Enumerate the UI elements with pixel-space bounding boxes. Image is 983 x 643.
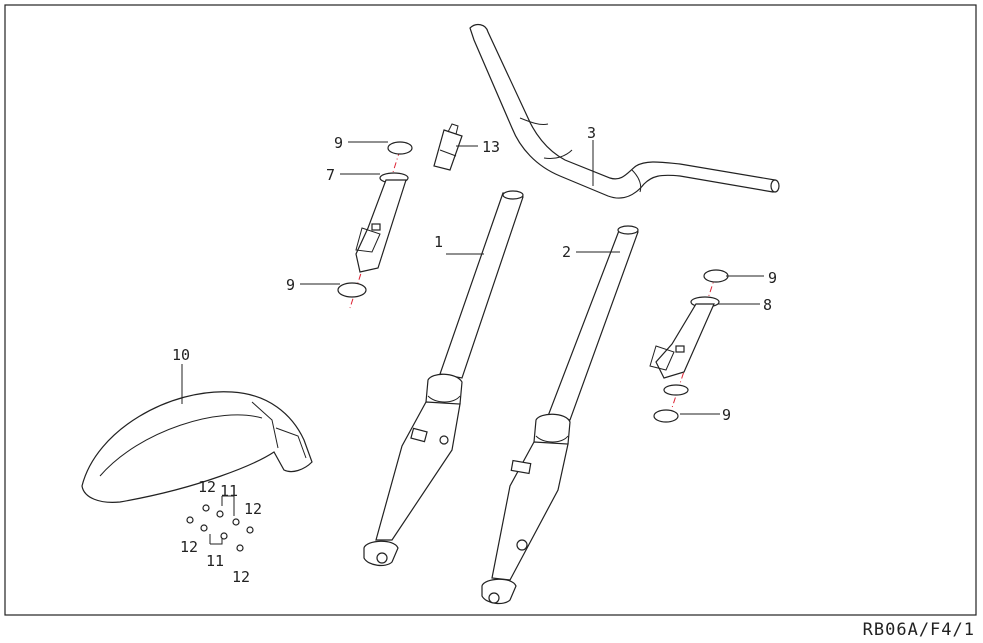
- callout-12-top-left: 12: [198, 478, 216, 496]
- front-fender[interactable]: [81, 391, 313, 503]
- fork-leg-left[interactable]: [363, 190, 524, 567]
- callout-9-bottom-left: 9: [286, 276, 295, 294]
- callout-11-upper: 11: [220, 482, 238, 500]
- diagram-frame: [4, 4, 977, 616]
- callout-12-bottom-left: 12: [180, 538, 198, 556]
- callout-8: 8: [763, 296, 772, 314]
- bracket-right[interactable]: [649, 269, 729, 423]
- callout-1: 1: [434, 233, 443, 251]
- callout-12-bottom-right: 12: [232, 568, 250, 586]
- callout-9-bottom-right: 9: [722, 406, 731, 424]
- callout-2: 2: [562, 243, 571, 261]
- callout-11-lower: 11: [206, 552, 224, 570]
- bracket-left[interactable]: [337, 141, 413, 309]
- callout-10: 10: [172, 346, 190, 364]
- callout-labels: 1 2 3 7 8 9 9 9 9 10 11 11 12 12 12 12 1…: [172, 124, 777, 586]
- callout-13: 13: [482, 138, 500, 156]
- cable-clip[interactable]: [433, 123, 463, 171]
- fender-fasteners[interactable]: [186, 504, 254, 552]
- handlebar[interactable]: [469, 23, 780, 199]
- fork-leg-right[interactable]: [481, 225, 639, 605]
- callout-7: 7: [326, 166, 335, 184]
- reference-code: RB06A/F4/1: [862, 620, 975, 640]
- callout-9-top-right: 9: [768, 269, 777, 287]
- callout-3: 3: [587, 124, 596, 142]
- leader-lines: [181, 140, 764, 545]
- callout-9-top-left: 9: [334, 134, 343, 152]
- callout-12-top-right: 12: [244, 500, 262, 518]
